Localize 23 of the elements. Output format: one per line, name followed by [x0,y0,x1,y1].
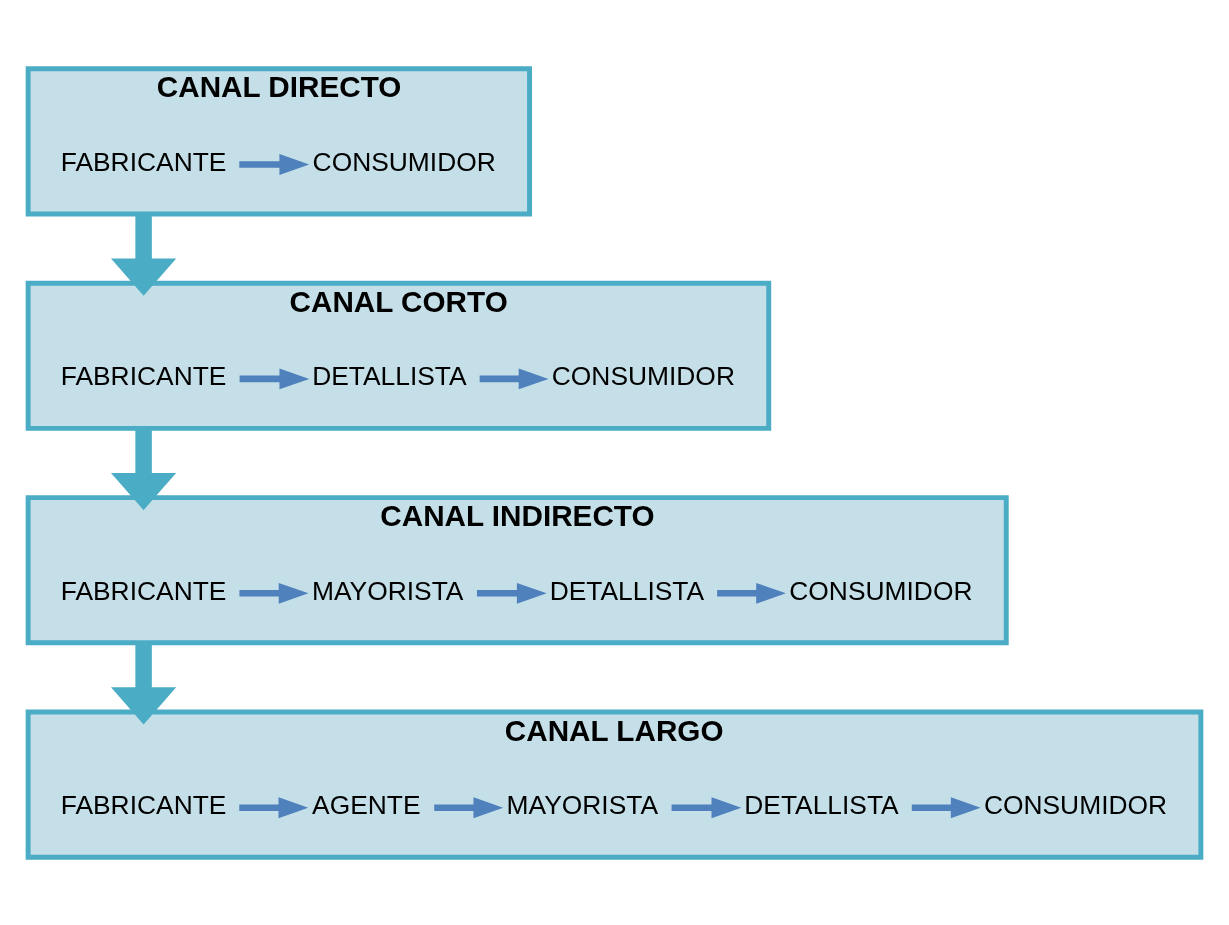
node-text: MAYORISTA [506,789,659,820]
node-text: CONSUMIDOR [312,146,496,177]
node-text: MAYORISTA [311,575,464,606]
arrow [239,367,310,389]
node-text: DETALLISTA [549,575,705,606]
node-text: DETALLISTA [744,789,899,820]
node-text: FABRICANTE [60,360,227,391]
arrow [479,367,549,389]
node-text: FABRICANTE [60,575,227,606]
node-text: CONSUMIDOR [789,575,973,606]
arrow [111,642,177,725]
node-text: FABRICANTE [60,789,227,820]
node-text: DETALLISTA [312,360,467,391]
node-text: AGENTE [312,789,421,820]
arrow [476,582,547,604]
node-text: CONSUMIDOR [551,360,735,391]
arrow [239,582,309,604]
arrow [671,796,742,818]
arrow [111,213,177,296]
arrow [911,796,981,818]
node-text: CONSUMIDOR [983,789,1168,820]
node-text: FABRICANTE [60,146,227,177]
arrow [111,427,177,510]
